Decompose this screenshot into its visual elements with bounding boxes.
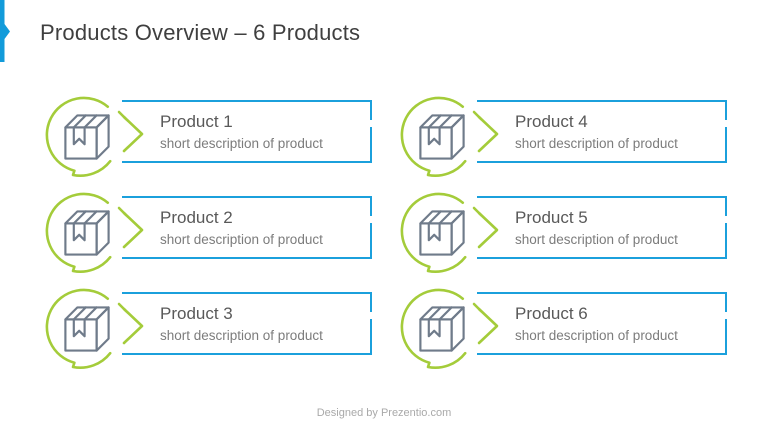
product-description: short description of product bbox=[515, 232, 678, 247]
badge-circle bbox=[45, 192, 112, 273]
product-badge bbox=[400, 192, 499, 273]
package-box-icon bbox=[419, 306, 465, 352]
package-box-icon bbox=[64, 210, 110, 256]
product-description: short description of product bbox=[515, 136, 678, 151]
product-label-box: Product 2 short description of product bbox=[122, 196, 372, 259]
product-description: short description of product bbox=[160, 136, 323, 151]
product-badge bbox=[400, 288, 499, 369]
chevron-right-icon bbox=[122, 307, 144, 345]
product-name: Product 2 bbox=[160, 208, 233, 227]
product-label-box: Product 6 short description of product bbox=[477, 292, 727, 355]
product-card: Product 4 short description of product bbox=[400, 96, 727, 179]
chevron-right-icon bbox=[477, 211, 499, 249]
product-description: short description of product bbox=[160, 328, 323, 343]
package-box-icon bbox=[64, 114, 110, 160]
product-card: Product 6 short description of product bbox=[400, 288, 727, 371]
package-box-icon bbox=[419, 210, 465, 256]
product-name: Product 4 bbox=[515, 112, 588, 131]
badge-circle bbox=[400, 288, 467, 369]
product-badge bbox=[45, 192, 144, 273]
product-card: Product 3 short description of product bbox=[45, 288, 372, 371]
package-box-icon bbox=[419, 114, 465, 160]
slide-footer-credit: Designed by Prezentio.com bbox=[316, 407, 452, 419]
product-badge bbox=[400, 96, 499, 177]
badge-circle bbox=[45, 288, 112, 369]
badge-circle bbox=[45, 96, 112, 177]
chevron-right-icon bbox=[477, 115, 499, 153]
product-card: Product 1 short description of product bbox=[45, 96, 372, 179]
product-card: Product 5 short description of product bbox=[400, 192, 727, 275]
page-title: Products Overview – 6 Products bbox=[40, 20, 361, 45]
chevron-right-icon bbox=[477, 307, 499, 345]
chevron-right-icon bbox=[122, 211, 144, 249]
product-label-box: Product 1 short description of product bbox=[122, 100, 372, 163]
bookmark-arrow-icon bbox=[0, 0, 10, 62]
product-label-box: Product 3 short description of product bbox=[122, 292, 372, 355]
products-grid: Product 1 short description of product P… bbox=[45, 96, 727, 371]
product-card: Product 2 short description of product bbox=[45, 192, 372, 275]
badge-circle bbox=[400, 192, 467, 273]
product-name: Product 6 bbox=[515, 304, 588, 323]
product-description: short description of product bbox=[160, 232, 323, 247]
product-badge bbox=[45, 288, 144, 369]
product-name: Product 3 bbox=[160, 304, 233, 323]
product-badge bbox=[45, 96, 144, 177]
badge-circle bbox=[400, 96, 467, 177]
product-label-box: Product 4 short description of product bbox=[477, 100, 727, 163]
product-label-box: Product 5 short description of product bbox=[477, 196, 727, 259]
chevron-right-icon bbox=[122, 115, 144, 153]
product-name: Product 1 bbox=[160, 112, 233, 131]
product-description: short description of product bbox=[515, 328, 678, 343]
package-box-icon bbox=[64, 306, 110, 352]
product-name: Product 5 bbox=[515, 208, 588, 227]
